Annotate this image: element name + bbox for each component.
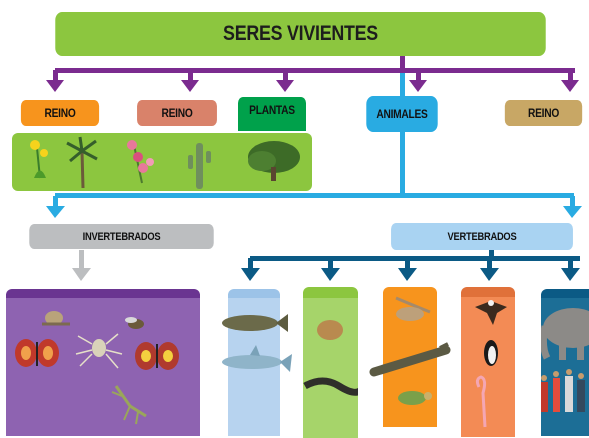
people-icon: [541, 369, 585, 412]
fish-panel: [228, 289, 280, 436]
fly-icon: [125, 317, 144, 329]
invertebrate-arrow: [72, 250, 91, 281]
snail-icon: [42, 311, 70, 326]
vertebrates-label: VERTEBRADOS: [391, 223, 573, 250]
vertebrate-connectors: [241, 250, 580, 281]
cactus-icon: [188, 143, 211, 189]
penguin-icon: [484, 340, 498, 366]
animal-connectors: [46, 73, 582, 218]
plants-panel: [12, 133, 312, 191]
eagle-icon: [475, 300, 507, 325]
toad-icon: [317, 320, 343, 340]
amphibian-panel: [303, 287, 358, 438]
connector-lines: [46, 56, 582, 281]
kingdom-label-5: REINO: [504, 100, 583, 126]
palm-icon: [66, 136, 98, 189]
butterfly-icon-2: [135, 342, 179, 370]
butterfly-icon: [15, 339, 59, 367]
orchid-icon: [127, 140, 154, 184]
salamander-icon: [303, 377, 358, 396]
elephant-icon: [541, 308, 589, 360]
bird-panel: [461, 287, 515, 437]
mantis-icon: [111, 385, 147, 425]
kingdom-label-plants: PLANTAS: [238, 97, 306, 131]
page-title: SERES VIVIENTES: [55, 12, 546, 56]
invertebrates-panel: [6, 289, 200, 436]
flamingo-icon: [475, 375, 487, 428]
tree-icon: [248, 141, 300, 181]
kingdom-label-1: REINO: [20, 100, 100, 126]
kingdom-label-2: REINO: [137, 100, 217, 126]
kingdom-connectors: [46, 56, 579, 92]
flower-icon: [30, 140, 48, 179]
invertebrates-label: INVERTEBRADOS: [29, 224, 214, 249]
kingdom-label-animals: ANIMALES: [366, 96, 438, 132]
mammal-panel: [541, 289, 589, 436]
reptile-panel: [383, 287, 437, 427]
spider-icon: [75, 333, 123, 369]
